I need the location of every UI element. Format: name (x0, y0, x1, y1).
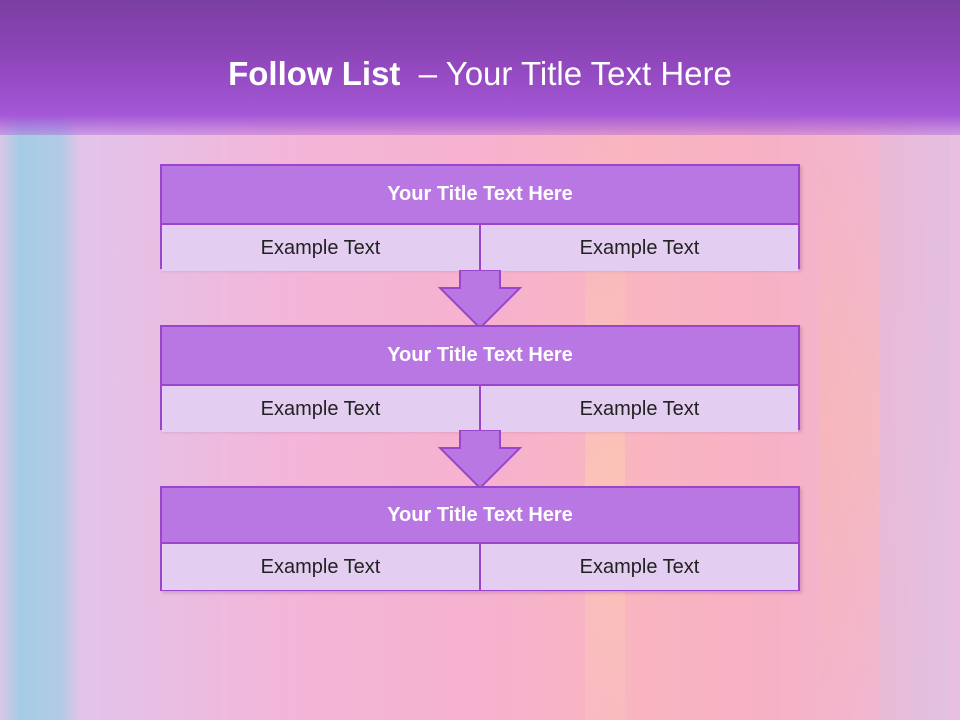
down-arrow-icon (438, 430, 522, 490)
block-cell-right: Example Text (479, 386, 798, 432)
slide-title-rest: – Your Title Text Here (418, 55, 732, 92)
block-title: Your Title Text Here (162, 488, 798, 544)
flow-block-1: Your Title Text Here Example Text Exampl… (160, 164, 800, 271)
block-cell-right: Example Text (479, 225, 798, 271)
slide-title-bold: Follow List (228, 55, 401, 92)
block-cell-left: Example Text (162, 386, 479, 432)
flow-block-3: Your Title Text Here Example Text Exampl… (160, 486, 800, 591)
slide-title: Follow List – Your Title Text Here (0, 55, 960, 93)
block-title: Your Title Text Here (162, 327, 798, 386)
paint-streak (880, 130, 950, 720)
block-row: Example Text Example Text (162, 225, 798, 271)
down-arrow-icon (438, 270, 522, 330)
title-bar: Follow List – Your Title Text Here (0, 0, 960, 135)
block-row: Example Text Example Text (162, 386, 798, 432)
flow-block-2: Your Title Text Here Example Text Exampl… (160, 325, 800, 432)
block-cell-right: Example Text (479, 544, 798, 590)
paint-streak (820, 130, 880, 720)
block-row: Example Text Example Text (162, 544, 798, 590)
block-cell-left: Example Text (162, 225, 479, 271)
block-title: Your Title Text Here (162, 166, 798, 225)
block-cell-left: Example Text (162, 544, 479, 590)
